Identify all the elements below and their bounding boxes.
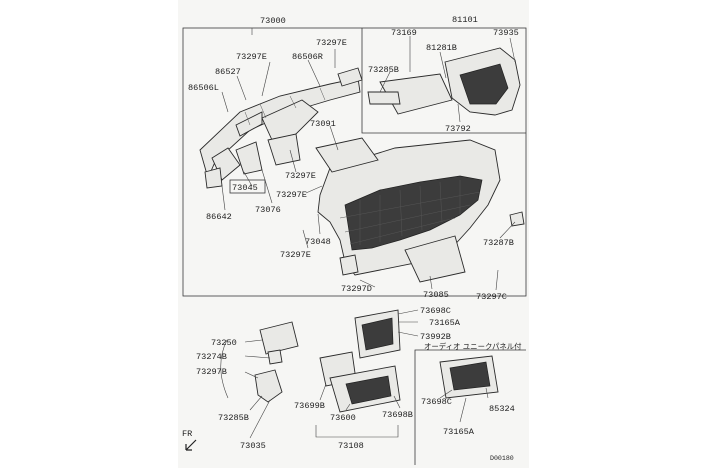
label-73165A: 73165A xyxy=(429,318,461,328)
label-85324: 85324 xyxy=(489,404,515,414)
label-box-73045 xyxy=(229,179,266,194)
label-73297E: 73297E xyxy=(236,52,267,62)
label-73035: 73035 xyxy=(240,441,266,451)
main-frame xyxy=(182,27,527,297)
label-73792: 73792 xyxy=(445,124,471,134)
audio-panel-frame xyxy=(414,349,526,465)
label-73600: 73600 xyxy=(330,413,356,423)
label-73287B: 73287B xyxy=(483,238,514,248)
label-73297E: 73297E xyxy=(316,38,347,48)
label-73048: 73048 xyxy=(305,237,331,247)
label-86527: 86527 xyxy=(215,67,241,77)
label-73699B: 73699B xyxy=(294,401,325,411)
label-73285B: 73285B xyxy=(368,65,399,75)
label-73076: 73076 xyxy=(255,205,281,215)
label-73698C: 73698C xyxy=(421,397,452,407)
label-73250: 73250 xyxy=(211,338,237,348)
label-73085: 73085 xyxy=(423,290,449,300)
label-73297E: 73297E xyxy=(280,250,311,260)
label-73169: 73169 xyxy=(391,28,417,38)
front-arrow-icon xyxy=(185,439,197,451)
glove-lid-part-73091 xyxy=(315,137,379,173)
label-73165A: 73165A xyxy=(443,427,475,437)
gauge-hood xyxy=(367,47,521,116)
label-86506R: 86506R xyxy=(292,52,323,62)
label-73297D: 73297D xyxy=(341,284,372,294)
label-73992B: 73992B xyxy=(420,332,451,342)
label-73000: 73000 xyxy=(260,16,286,26)
label-fr: FR xyxy=(182,429,192,439)
label-73297C: 73297C xyxy=(476,292,507,302)
glove-box-door xyxy=(404,235,466,283)
label-86506L: 86506L xyxy=(188,83,219,93)
label-drawing-code: D00180 xyxy=(490,455,514,462)
label-73935: 73935 xyxy=(493,28,519,38)
part-labels: 73000 73297E 73297E 86527 86506R 86506L … xyxy=(182,15,522,462)
label-73274B: 73274B xyxy=(196,352,227,362)
label-73297B: 73297B xyxy=(196,367,227,377)
label-73698B: 73698B xyxy=(382,410,413,420)
label-73698C: 73698C xyxy=(420,306,451,316)
label-73045: 73045 xyxy=(232,183,258,193)
label-73108: 73108 xyxy=(338,441,364,451)
label-73285B: 73285B xyxy=(218,413,249,423)
lower-console-parts xyxy=(220,309,499,413)
label-audio-unique-panel: オーディオ ユニークパネル付 xyxy=(424,342,522,351)
label-73091: 73091 xyxy=(310,119,336,129)
leader-lines xyxy=(221,28,516,439)
label-73297E: 73297E xyxy=(276,190,307,200)
label-81101: 81101 xyxy=(452,15,478,25)
label-81281B: 81281B xyxy=(426,43,457,53)
bracket-73287B xyxy=(509,211,525,227)
label-86642: 86642 xyxy=(206,212,232,222)
air-duct-assembly xyxy=(199,67,363,189)
label-73297E: 73297E xyxy=(285,171,316,181)
gauge-hood-frame xyxy=(361,28,526,134)
